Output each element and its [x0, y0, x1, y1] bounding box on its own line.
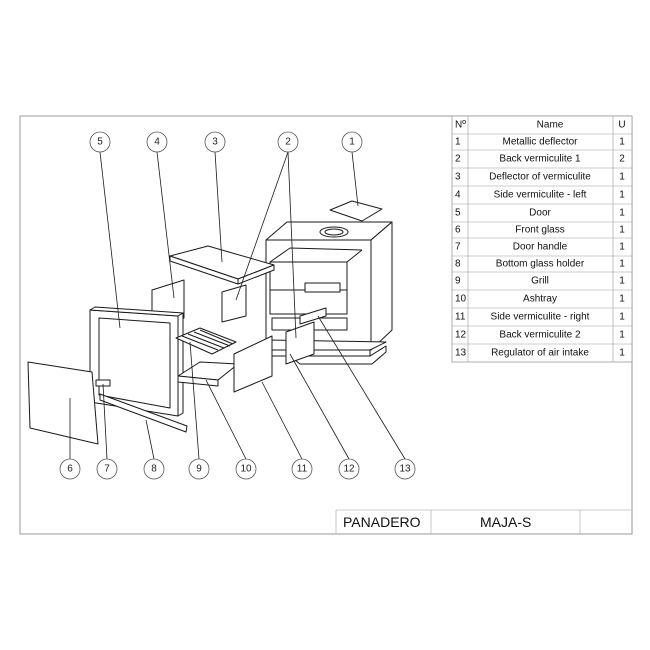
table-row-name: Bottom glass holder — [496, 259, 585, 270]
table-header-no: Nº — [455, 120, 466, 131]
callout-7: 7 — [104, 464, 110, 475]
ashtray — [177, 361, 239, 387]
callout-4: 4 — [154, 137, 160, 148]
table-row-units: 1 — [619, 208, 625, 219]
front-glass — [27, 361, 99, 445]
table-row-name: Side vermiculite - right — [491, 312, 590, 323]
table-row-name: Regulator of air intake — [491, 348, 589, 359]
table-row-units: 1 — [619, 190, 625, 201]
deflector-of-vermiculite — [169, 245, 275, 285]
table-header-name: Name — [537, 120, 564, 131]
table-row-no: 10 — [455, 294, 467, 305]
table-row-no: 8 — [455, 259, 461, 270]
back-vermiculite-1 — [221, 284, 247, 323]
table-row-name: Side vermiculite - left — [494, 190, 587, 201]
metallic-deflector — [329, 200, 383, 222]
callout-13: 13 — [399, 464, 411, 475]
table-row-units: 2 — [619, 154, 625, 165]
door — [89, 306, 184, 417]
table-row-name: Back vermiculite 1 — [499, 154, 581, 165]
callout-5: 5 — [97, 137, 103, 148]
table-row-units: 1 — [619, 242, 625, 253]
side-vermiculite-right — [233, 335, 273, 393]
table-row-name: Door handle — [513, 242, 568, 253]
table-row-units: 1 — [619, 137, 625, 148]
bottom-glass-holder — [99, 393, 188, 433]
callout-10: 10 — [240, 464, 252, 475]
table-row-no: 9 — [455, 276, 461, 287]
table-row-units: 1 — [619, 276, 625, 287]
table-row-no: 4 — [455, 190, 461, 201]
table-row-no: 7 — [455, 242, 461, 253]
callouts-bottom — [59, 458, 416, 480]
table-row-no: 5 — [455, 208, 461, 219]
callout-2: 2 — [285, 137, 291, 148]
callout-3: 3 — [212, 137, 218, 148]
callouts-top — [89, 131, 363, 153]
grill — [175, 327, 237, 355]
callout-12: 12 — [343, 464, 355, 475]
table-row-units: 1 — [619, 294, 625, 305]
table-row-no: 11 — [455, 312, 466, 323]
table-row-no: 1 — [455, 137, 461, 148]
back-vermiculite-2 — [285, 321, 315, 365]
callout-1: 1 — [349, 137, 355, 148]
callout-11: 11 — [297, 464, 308, 475]
table-row-units: 1 — [619, 259, 625, 270]
regulator-of-air-intake — [299, 307, 327, 325]
table-row-name: Grill — [531, 276, 549, 287]
table-row-name: Ashtray — [523, 294, 557, 305]
table-row-units: 1 — [619, 312, 625, 323]
table-row-no: 12 — [455, 330, 467, 341]
table-row-name: Front glass — [515, 225, 564, 236]
table-row-no: 6 — [455, 225, 461, 236]
table-row-no: 2 — [455, 154, 461, 165]
exploded-assembly — [27, 200, 393, 445]
table-row-no: 3 — [455, 172, 461, 183]
title-block — [335, 509, 632, 534]
table-row-units: 1 — [619, 172, 625, 183]
callout-8: 8 — [151, 464, 157, 475]
table-row-name: Metallic deflector — [502, 137, 578, 148]
door-handle — [95, 379, 111, 387]
table-row-name: Door — [529, 208, 551, 219]
callout-9: 9 — [196, 464, 202, 475]
callout-6: 6 — [67, 464, 73, 475]
table-row-units: 1 — [619, 225, 625, 236]
table-row-no: 13 — [455, 348, 467, 359]
table-row-name: Deflector of vermiculite — [489, 172, 591, 183]
title-brand: PANADERO — [343, 514, 421, 530]
title-model: MAJA-S — [480, 514, 531, 530]
table-row-units: 1 — [619, 330, 625, 341]
parts-table: Nº Name U 1 Metallic deflector 1 2 Back … — [451, 115, 633, 363]
table-header-units: U — [618, 120, 625, 131]
leader-lines — [69, 151, 406, 460]
table-row-name: Back vermiculite 2 — [499, 330, 581, 341]
table-row-units: 1 — [619, 348, 625, 359]
stove-body — [255, 221, 393, 365]
